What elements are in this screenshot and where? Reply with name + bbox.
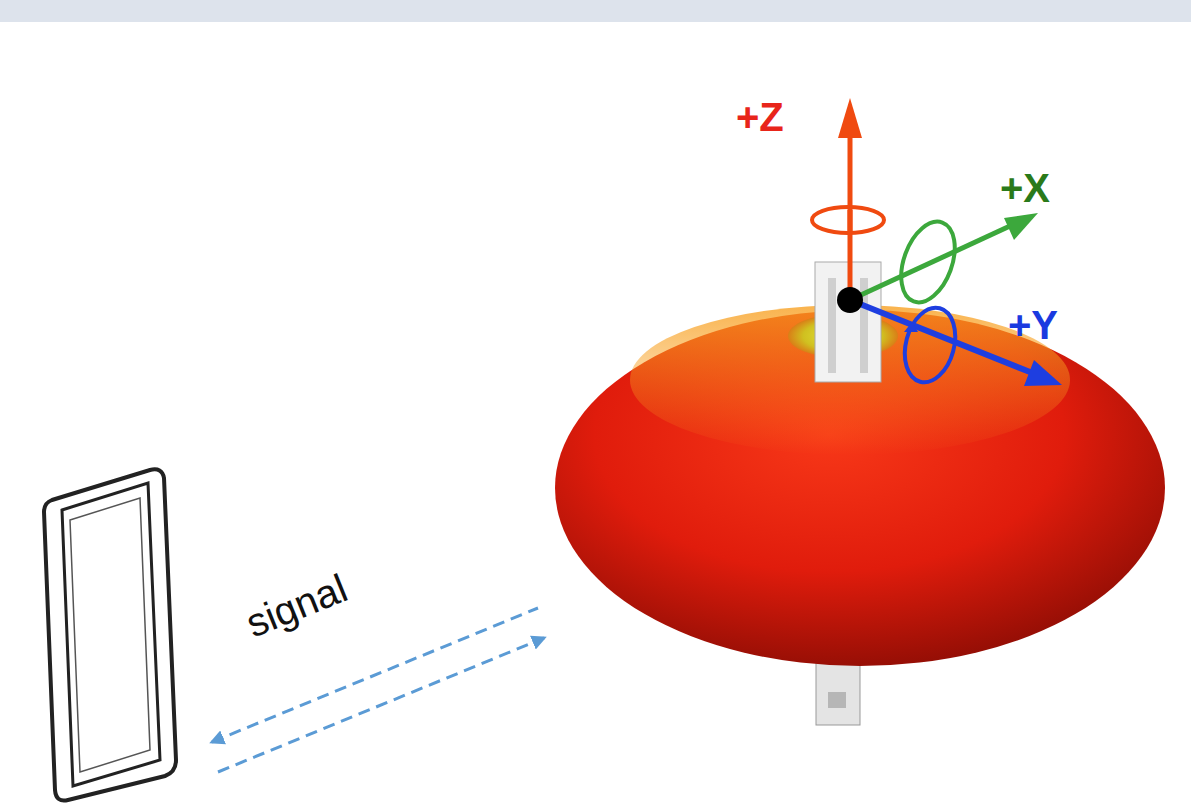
signal-label: signal	[241, 567, 353, 643]
x-axis	[850, 213, 1038, 310]
origin-dot	[837, 287, 863, 313]
axis-label: +Z	[736, 97, 784, 137]
signal-arrow	[218, 638, 544, 772]
axis-label: +Y	[1008, 305, 1058, 345]
top-bar	[0, 0, 1191, 22]
y-axis	[850, 300, 1062, 388]
axis-label: +X	[1000, 168, 1050, 208]
reader-device	[44, 469, 176, 800]
z-axis	[812, 98, 884, 300]
